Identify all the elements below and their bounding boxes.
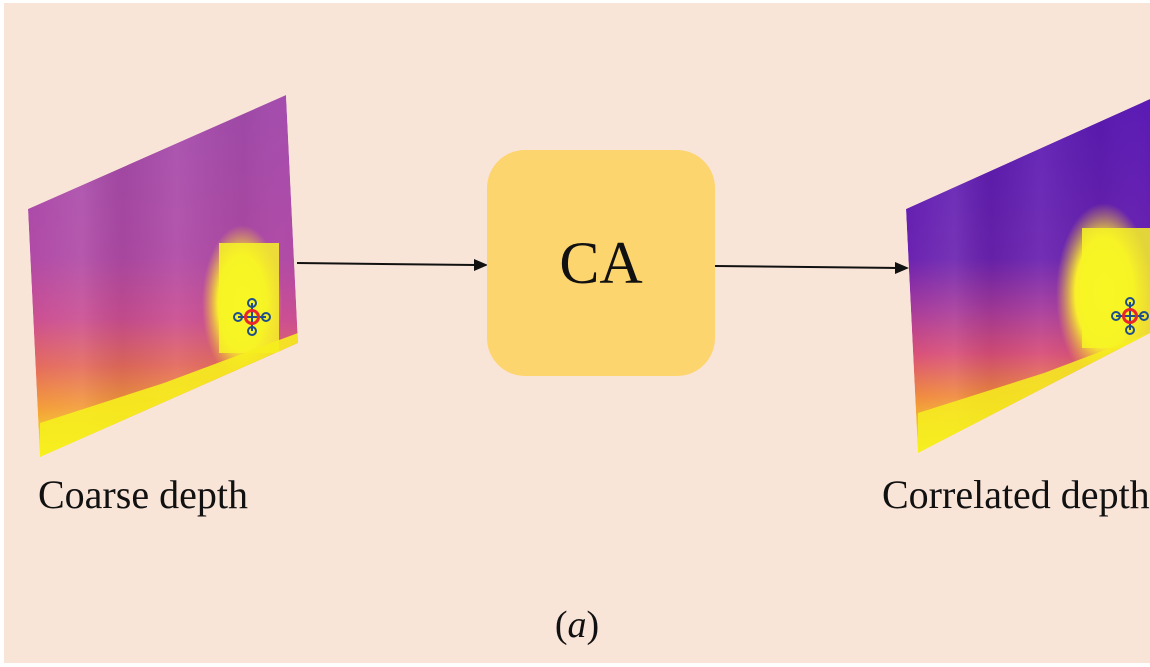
ca-box-shape <box>487 150 715 376</box>
figure-caption: (a) <box>4 603 1150 647</box>
ca-label: CA <box>559 229 643 296</box>
caption-open: ( <box>554 604 568 646</box>
caption-letter: a <box>567 604 587 646</box>
diagram-svg <box>28 95 1150 457</box>
sampling-points-icon <box>1111 297 1149 335</box>
sampling-points-icon <box>233 298 271 336</box>
coarse-depth-map <box>28 95 298 457</box>
ca-module: CA <box>487 150 715 376</box>
correlated-depth-map <box>906 99 1150 453</box>
arrow-right-icon <box>296 259 488 271</box>
correlated-depth-label: Correlated depth <box>882 472 1150 517</box>
figure-canvas: CA Coarse depth Correlated depth (a) <box>4 3 1150 663</box>
arrow-right-icon <box>714 262 909 274</box>
caption-close: ) <box>586 604 600 646</box>
coarse-depth-label: Coarse depth <box>38 472 248 517</box>
